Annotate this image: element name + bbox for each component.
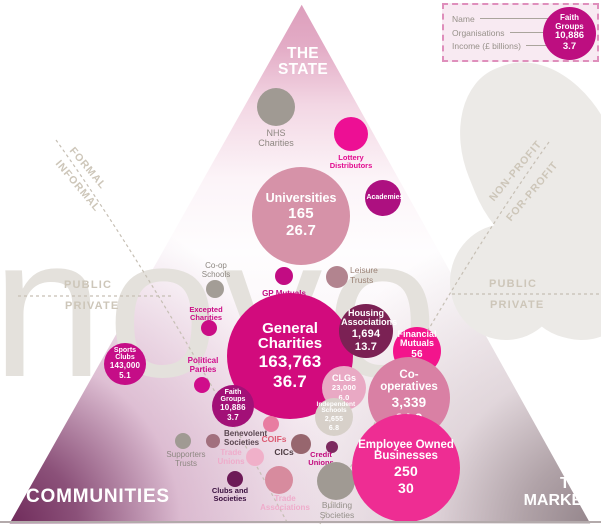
bubble-excepted-charities [201,320,217,336]
legend-example-income: 3.7 [562,40,577,52]
bubble-trade-associations [265,466,293,494]
legend-income-label: Income (£ billions) [452,41,521,51]
bubble-text: 163,763 [258,352,322,372]
bubble-text: Employee Owned Businesses [358,438,454,463]
bubble-label-credit-unions: Credit Unions [308,450,334,468]
axis-label-public-right: PUBLIC [489,278,538,290]
bubble-label-co-op-schools: Co-op Schools [201,261,231,279]
bubble-text: Universities [265,190,337,205]
legend-organisations-label: Organisations [452,28,505,38]
bubble-text: 3.7 [227,413,239,423]
bubble-label-benevolent-societies: Benevolent Societies [224,429,268,447]
legend-example-bubble: Faith Groups 10,886 3.7 [543,7,596,60]
axis-label-private-right: PRIVATE [490,299,545,311]
bubble-text: 26.7 [286,222,316,240]
legend-connector-line [526,45,562,46]
legend-connector-line [480,18,560,19]
bubble-text: 23,000 [331,383,357,393]
bubble-text: 165 [288,204,314,222]
bubble-text: 143,000 [109,361,141,371]
legend-name-label: Name [452,14,475,24]
bubble-text: 56 [411,348,423,360]
decorative-blob [450,224,562,340]
bubble-text: 30 [398,479,414,496]
bubble-co-op-schools [206,280,224,298]
legend-connector-line [510,32,560,33]
bubble-text: 1,694 [351,327,381,340]
bubble-text: 10,886 [220,403,246,413]
bubble-text: Academies [366,194,404,202]
bubble-label-building-societies: Building Societies [319,500,355,520]
bubble-lottery-distributors [334,117,368,151]
bubble-political-parties [194,377,210,393]
legend-example-organisations: 10,886 [554,29,585,41]
bubble-label-excepted-charities: Excepted Charities [189,305,223,323]
bubble-text: Sports Clubs [113,346,137,362]
bubble-label-nhs-charities: NHS Charities [258,128,294,149]
bubble-text: 5.1 [119,371,131,381]
bubble-gp-mutuals [275,267,293,285]
bubble-text: General Charities [257,319,323,352]
bubble-text: 36.7 [273,372,307,392]
bubble-label-political-parties: Political Parties [187,356,219,374]
axis-label-private-left: PRIVATE [65,300,120,312]
bubble-text: Independent Schools [316,400,356,415]
bubble-text: 6.0 [338,392,350,402]
bubble-text: Co-operatives [380,369,438,393]
bubble-nhs-charities [257,88,295,126]
bubble-label-supporters-trusts: Supporters Trusts [166,450,206,468]
bubble-label-trade-unions: Trade Unions [217,448,245,466]
bubble-label-trade-associations: Trade Associations [260,494,310,512]
bottom-border-line [0,521,601,523]
bubble-text: 2,655 [324,415,344,423]
bubble-clubs-and-societies [227,471,243,487]
axis-label-public-left: PUBLIC [64,279,113,291]
bubble-supporters-trusts [175,433,191,449]
bubble-credit-unions [326,441,338,453]
bubble-label-coifs: COIFs [261,434,287,444]
bubble-text: 6.8 [328,424,340,432]
bubble-label-leisure-trusts: Leisure Trusts [350,265,378,285]
bubble-text: Housing Associations [341,307,398,327]
corner-label-communities: COMMUNITIES [26,486,170,507]
bubble-academies: Academies [365,180,404,216]
bubble-coifs [263,416,279,432]
bubble-benevolent-societies [206,434,220,448]
bubble-label-cics: CICs [274,447,294,457]
bubble-label-clubs-and-societies: Clubs and Societies [211,486,249,504]
bubble-building-societies [317,462,355,500]
legend-example-name: Faith Groups [555,13,584,31]
legend: Name Organisations Income (£ billions) F… [442,3,599,62]
bubble-label-lottery-distributors: Lottery Distributors [329,153,373,171]
corner-label-market: THE MARKET [523,475,592,509]
bubble-text: Faith Groups [220,388,246,404]
bubble-trade-unions [246,448,264,466]
bubble-cics [291,434,311,454]
bubble-text: 250 [394,463,418,480]
bubble-text: 3,339 [391,394,427,410]
bubble-text: Financial Mutuals [397,328,437,348]
bubble-leisure-trusts [326,266,348,288]
bubble-text: 13.7 [354,341,378,354]
bubble-text: CLGs [331,373,356,384]
corner-label-state: THE STATE [277,45,328,79]
formal-informal-divider-line [55,139,289,525]
